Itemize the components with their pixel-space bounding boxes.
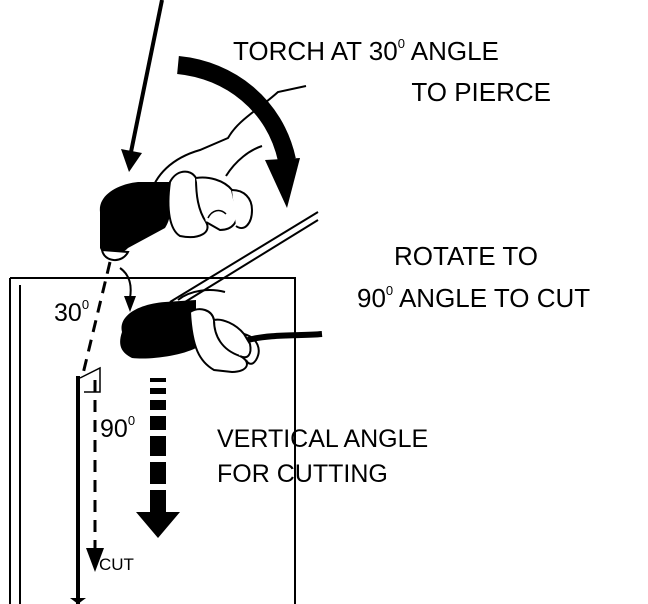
cut-label: CUT — [99, 555, 134, 574]
vertical-angle-label: VERTICAL ANGLE — [217, 425, 428, 453]
workpiece-plate — [9, 277, 296, 604]
angle-90-label: 900 — [100, 413, 135, 443]
rotate-label: ROTATE TO — [394, 241, 538, 271]
pierce-path-dashed — [80, 261, 112, 572]
cut-kerf-line — [70, 376, 86, 604]
pierce-arrow — [119, 267, 136, 312]
torch-upper — [99, 85, 307, 261]
right-angle-marker — [79, 366, 101, 393]
rotate-angle-label: 900 ANGLE TO CUT — [357, 283, 590, 313]
rotation-arrow — [176, 56, 300, 208]
torch-angle-label: TORCH AT 300 ANGLE — [233, 36, 499, 66]
approach-arrow — [121, 0, 164, 172]
vertical-cut-arrow — [136, 378, 180, 538]
angle-30-label: 300 — [54, 297, 89, 327]
torch-pierce-label: TO PIERCE — [411, 77, 551, 107]
for-cutting-label: FOR CUTTING — [217, 460, 388, 488]
torch-lower — [120, 211, 323, 374]
